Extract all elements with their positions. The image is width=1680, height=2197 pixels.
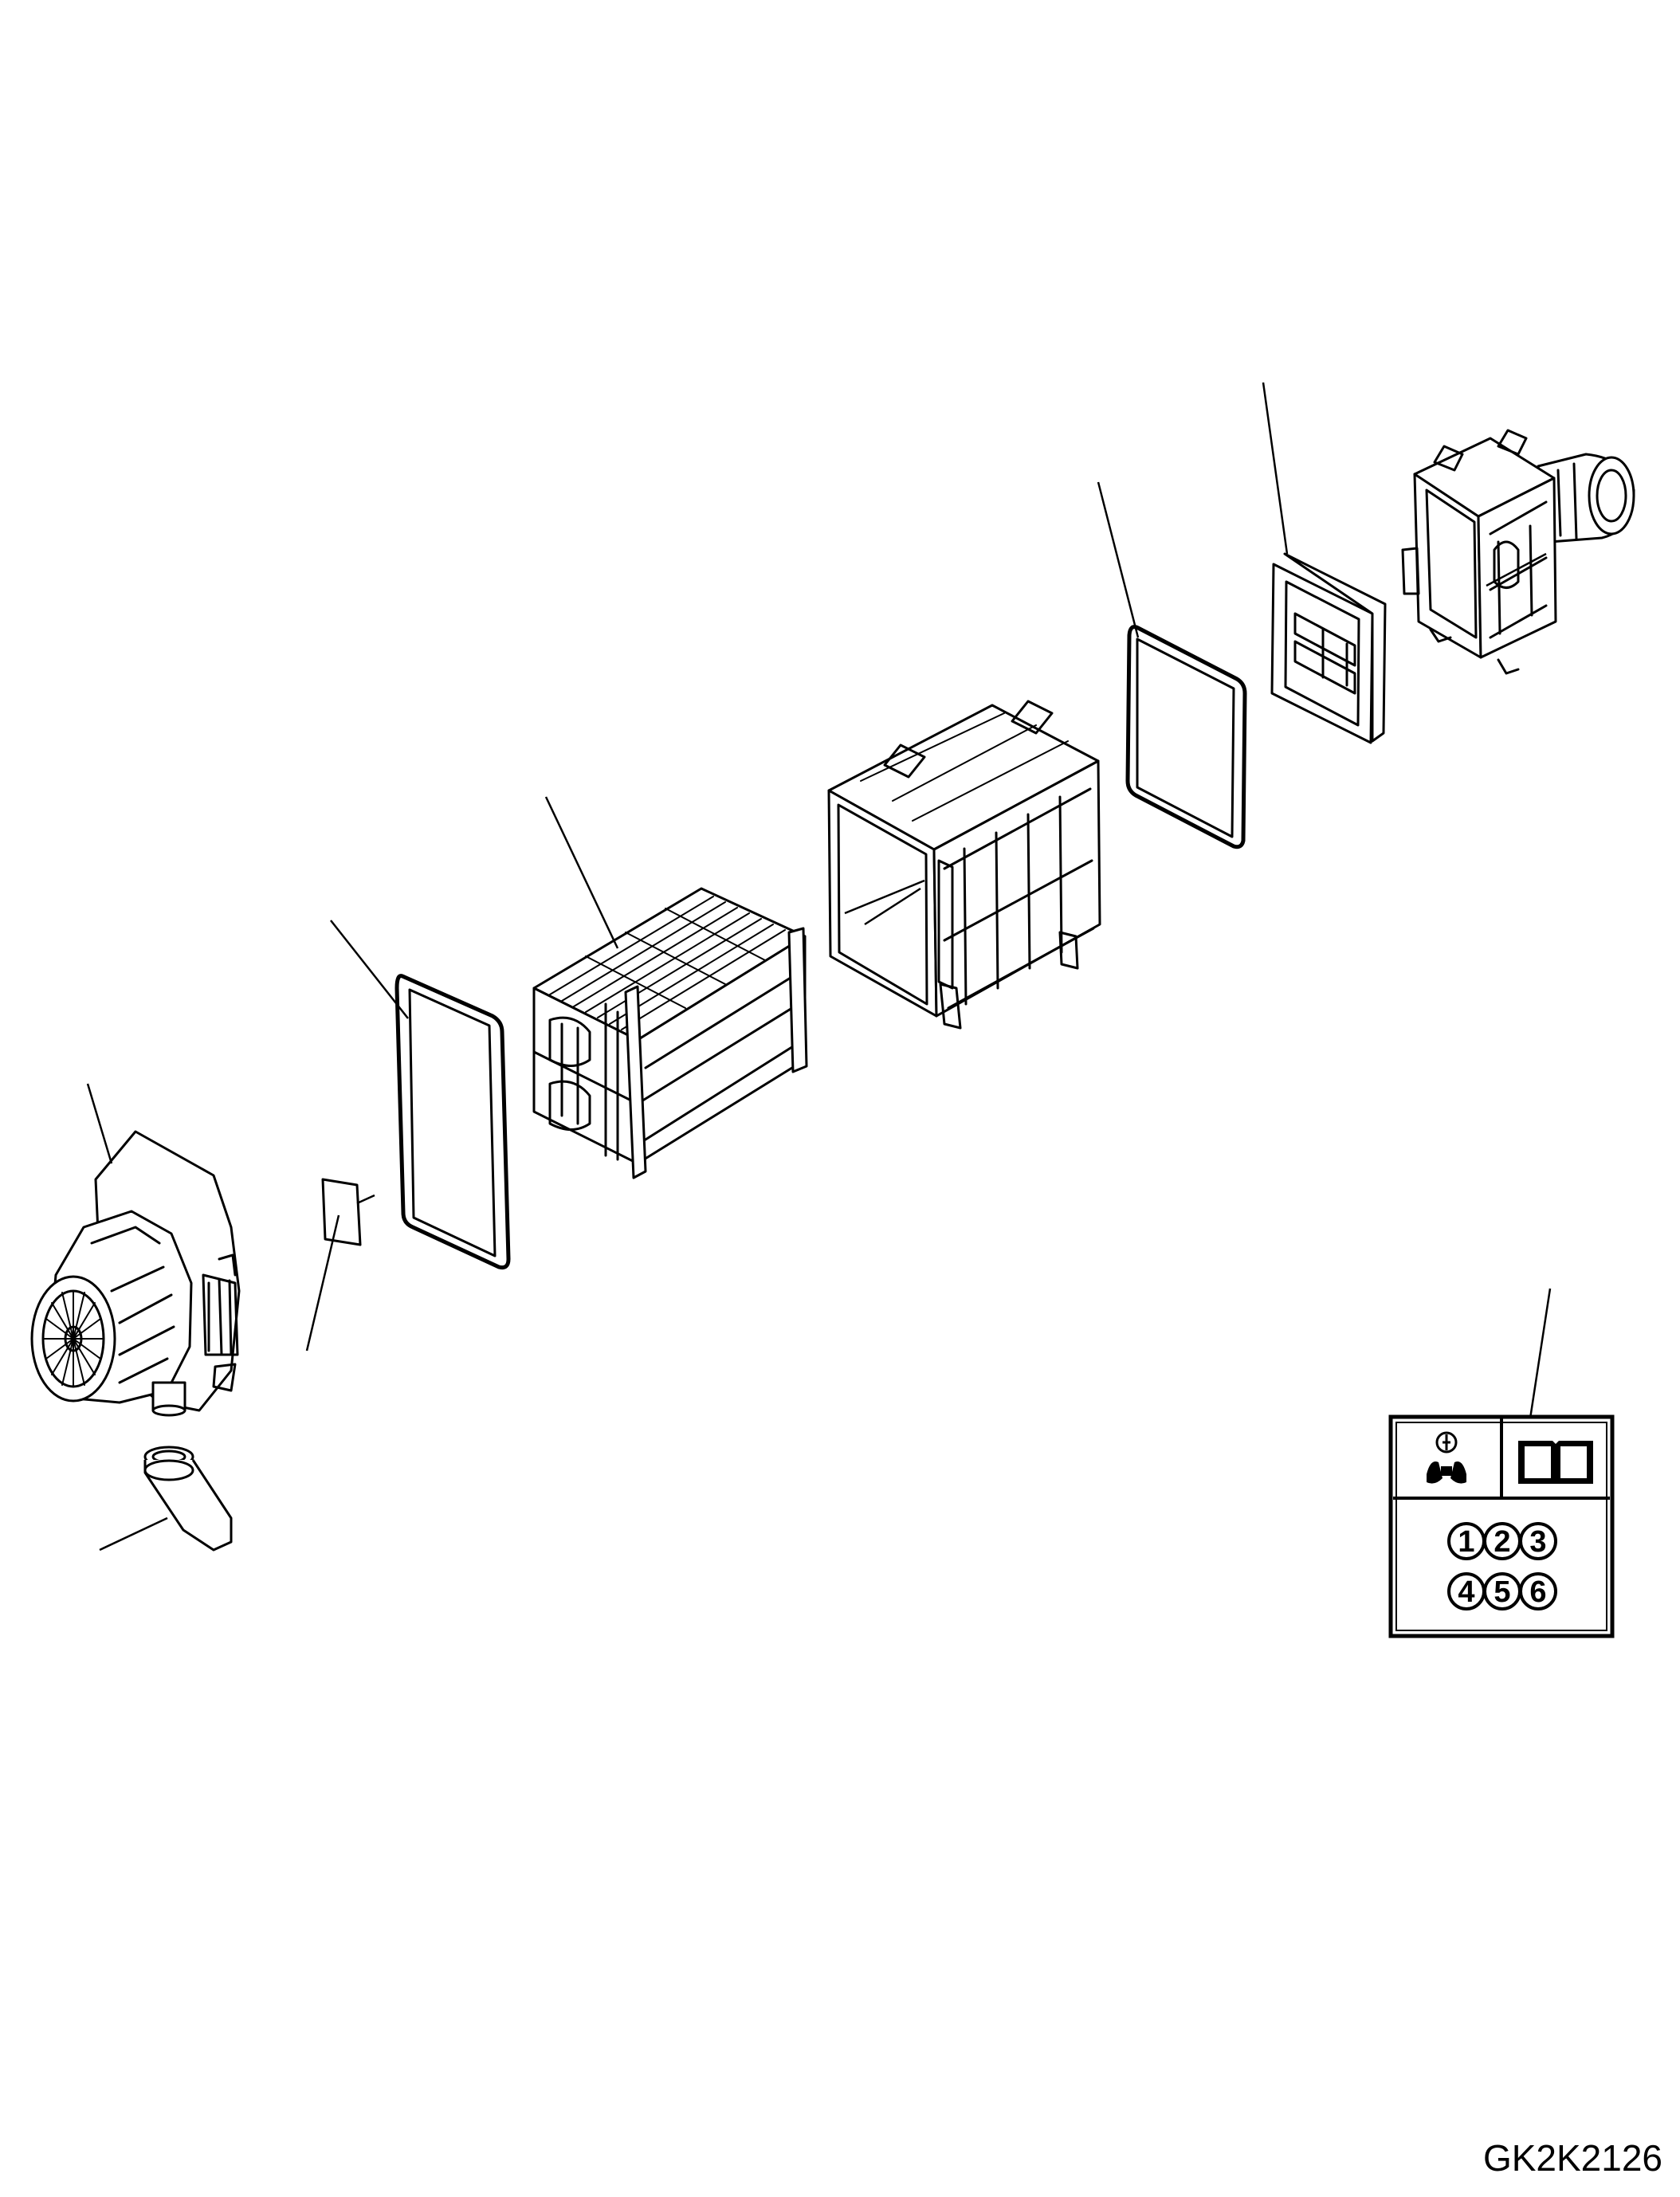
outlet-cover — [1401, 429, 1635, 675]
drawing-code-label: GK2K2126 — [1482, 2137, 1662, 2179]
leader-panel — [1529, 1288, 1552, 1419]
manual-book-icon — [1518, 1441, 1593, 1484]
leader-gasket-front — [330, 920, 409, 1019]
leader-hose — [99, 1516, 168, 1552]
step-number-2: 2 — [1483, 1522, 1521, 1560]
small-gasket — [321, 1178, 362, 1246]
step-number-4: 4 — [1447, 1572, 1486, 1610]
leader-housing — [844, 879, 925, 915]
pictogram-panel: 1 2 3 4 5 6 — [1388, 1288, 1615, 1638]
safety-element — [1270, 552, 1387, 744]
step-number-1: 1 — [1447, 1522, 1486, 1560]
leader-filter-element — [544, 796, 619, 949]
inlet-hose — [143, 1446, 233, 1552]
svg-text:5: 5 — [1494, 1575, 1510, 1609]
leader-safety-element — [1262, 382, 1289, 555]
filter-housing-body — [827, 700, 1101, 1030]
step-number-3: 3 — [1519, 1522, 1557, 1560]
leader-precleaner — [86, 1083, 113, 1164]
svg-text:3: 3 — [1529, 1525, 1546, 1559]
gasket-front — [394, 974, 511, 1269]
filter-element-module — [532, 887, 808, 1179]
svg-text:6: 6 — [1529, 1575, 1546, 1609]
step-number-6: 6 — [1519, 1572, 1557, 1610]
svg-text:2: 2 — [1494, 1525, 1510, 1559]
leader-small-gasket — [305, 1214, 340, 1352]
gasket-rear — [1125, 625, 1247, 849]
svg-text:1: 1 — [1458, 1525, 1474, 1559]
svg-text:4: 4 — [1458, 1575, 1474, 1609]
step-number-5: 5 — [1483, 1572, 1521, 1610]
leader-gasket-rear — [1097, 481, 1140, 638]
precleaner-housing — [30, 1130, 241, 1417]
maintenance-hands-icon — [1427, 1431, 1466, 1484]
